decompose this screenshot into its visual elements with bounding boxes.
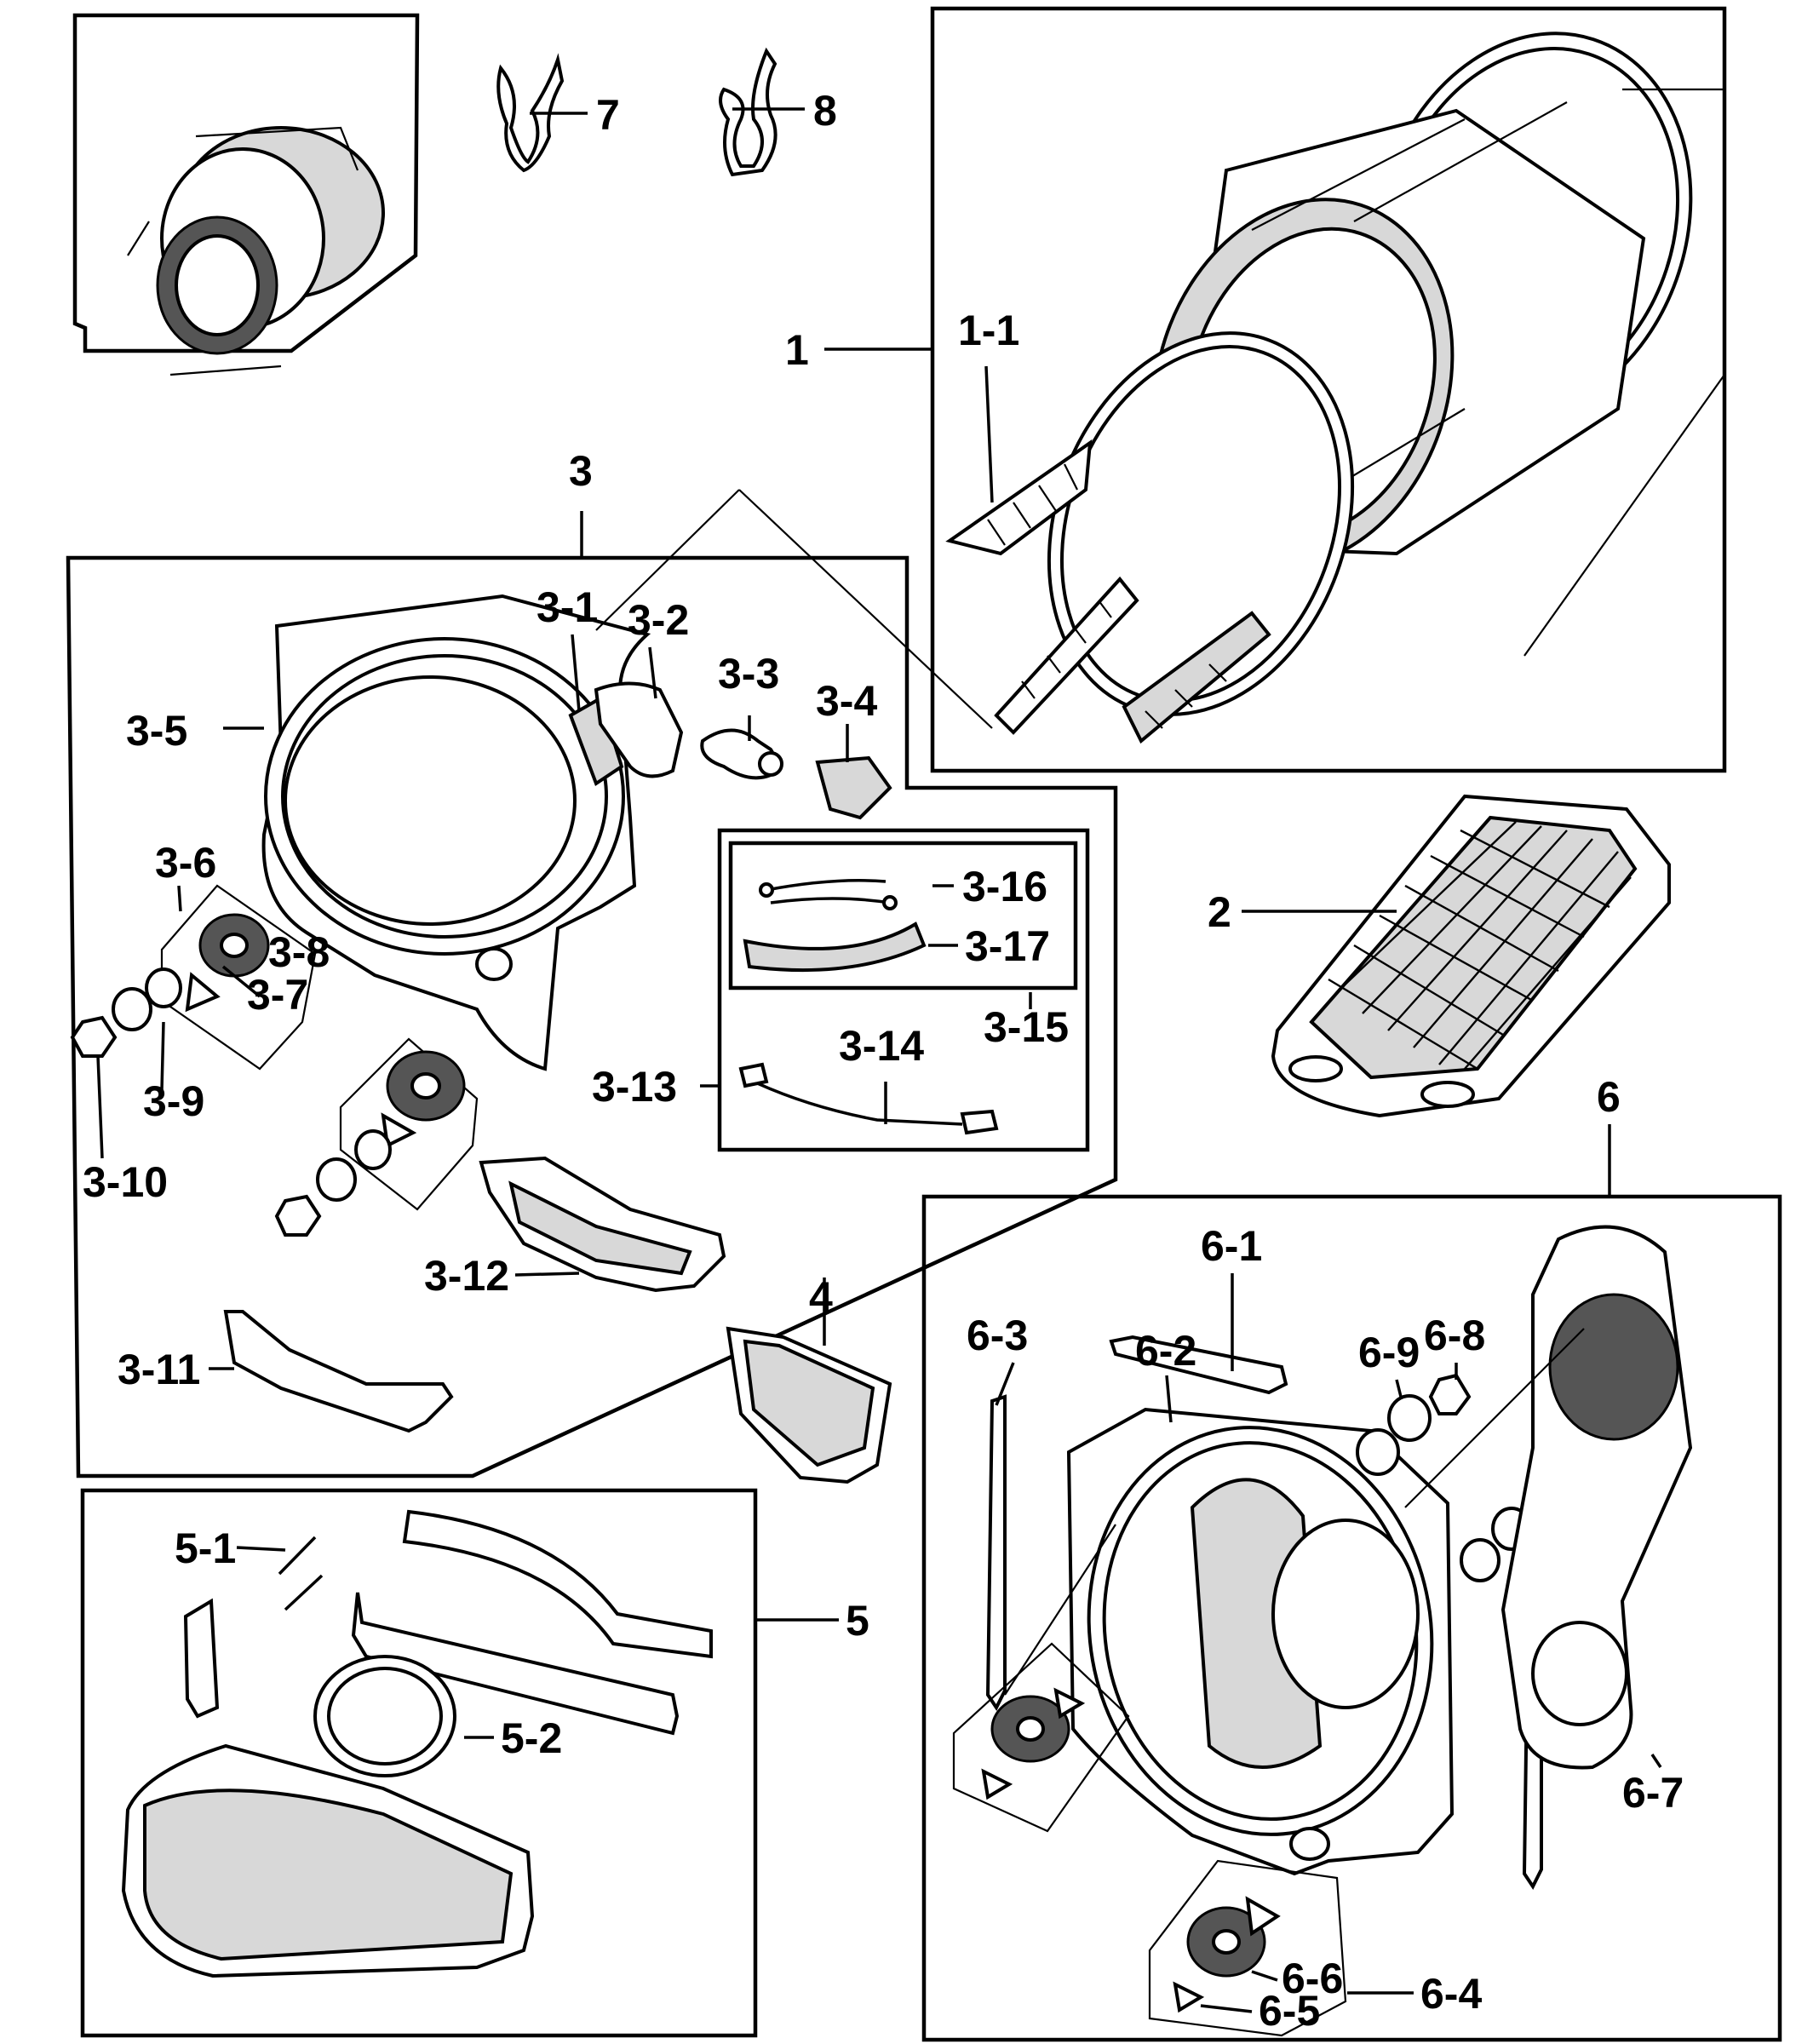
part-3-3-lamp (700, 728, 783, 780)
part-3-9-washers-left (70, 967, 182, 1058)
overview-frame (72, 13, 420, 353)
part-3-2-door-lock (594, 681, 684, 778)
label-3-12: 3-12 (424, 1252, 509, 1300)
part-4-filter-housing (726, 1326, 892, 1484)
label-1: 1 (785, 326, 809, 374)
part-3-14-harness (738, 1062, 999, 1135)
label-3-5: 3-5 (126, 707, 187, 755)
label-3-3: 3-3 (718, 650, 779, 698)
label-6-4: 6-4 (1420, 1970, 1482, 2018)
group-frames (66, 6, 1782, 2042)
part-3-16-wires (759, 879, 898, 910)
part-3-4-lamp-socket (815, 755, 892, 820)
label-1-1: 1-1 (958, 307, 1019, 354)
label-6-1: 6-1 (1201, 1222, 1262, 1270)
label-3-15: 3-15 (984, 1003, 1069, 1051)
callout-labels: 1 1-1 2 3 3-1 3-2 3-3 3-4 3-5 3-6 3-7 3-… (83, 87, 1684, 2035)
label-3-11: 3-11 (118, 1346, 200, 1393)
label-3-16: 3-16 (962, 863, 1047, 910)
group-3-13-frame (717, 828, 1090, 1152)
part-5-2-gasket (313, 1655, 456, 1777)
group-3-frame (66, 555, 1118, 1478)
label-6-9: 6-9 (1358, 1329, 1420, 1376)
label-3-17: 3-17 (965, 922, 1050, 970)
part-6-4-roller (952, 1642, 1347, 2037)
label-3: 3 (569, 447, 593, 495)
label-6-7: 6-7 (1622, 1769, 1684, 1817)
part-3-5-front-panel (261, 594, 651, 1071)
part-5-duct-pieces (121, 1509, 713, 1978)
leader-lines (96, 88, 1726, 2013)
label-4: 4 (809, 1273, 833, 1321)
part-2-lint-filter (1271, 794, 1671, 1118)
part-6-2-rear-panel (1066, 1407, 1455, 1876)
part-7-clip (496, 53, 565, 173)
label-6: 6 (1597, 1073, 1621, 1121)
label-2: 2 (1208, 888, 1231, 936)
label-5-2: 5-2 (501, 1714, 562, 1762)
part-6-7-blower-housing (1500, 1225, 1693, 1770)
dryer-drum-assembly-overview (127, 126, 385, 376)
label-3-8: 3-8 (268, 928, 330, 976)
roller-right (274, 1037, 479, 1237)
part-5-1-rivets (278, 1536, 324, 1611)
label-5: 5 (846, 1597, 869, 1645)
drum-seal-ring (1047, 331, 1355, 716)
label-3-6: 3-6 (155, 839, 216, 887)
label-6-5: 6-5 (1259, 1987, 1320, 2035)
label-3-9: 3-9 (143, 1077, 204, 1125)
part-3-11-bracket (223, 1310, 454, 1433)
part-8-clip (719, 47, 778, 177)
group-5-frame (80, 1488, 758, 2038)
group-1-frame (930, 6, 1727, 773)
part-6-1-bracket (1109, 1335, 1288, 1395)
label-3-2: 3-2 (628, 596, 689, 644)
label-3-14: 3-14 (839, 1022, 924, 1070)
label-6-6: 6-6 (1282, 1955, 1343, 2002)
label-3-7: 3-7 (247, 971, 308, 1019)
part-3-1-switch (568, 696, 624, 787)
label-6-8: 6-8 (1424, 1312, 1485, 1359)
label-8: 8 (813, 87, 837, 135)
label-5-1: 5-1 (175, 1524, 236, 1572)
group-3-15-frame (728, 841, 1078, 990)
part-3-17-door-duct (743, 922, 927, 973)
label-3-4: 3-4 (816, 677, 877, 725)
label-7: 7 (596, 91, 620, 139)
label-3-10: 3-10 (83, 1158, 168, 1206)
label-3-1: 3-1 (537, 583, 598, 631)
part-1-1-lifters (945, 439, 1271, 744)
group-6-frame (921, 1194, 1782, 2042)
label-6-3: 6-3 (967, 1312, 1028, 1359)
label-3-13: 3-13 (592, 1063, 677, 1111)
part-3-12-bracket (479, 1156, 726, 1293)
label-6-2: 6-2 (1135, 1327, 1196, 1375)
